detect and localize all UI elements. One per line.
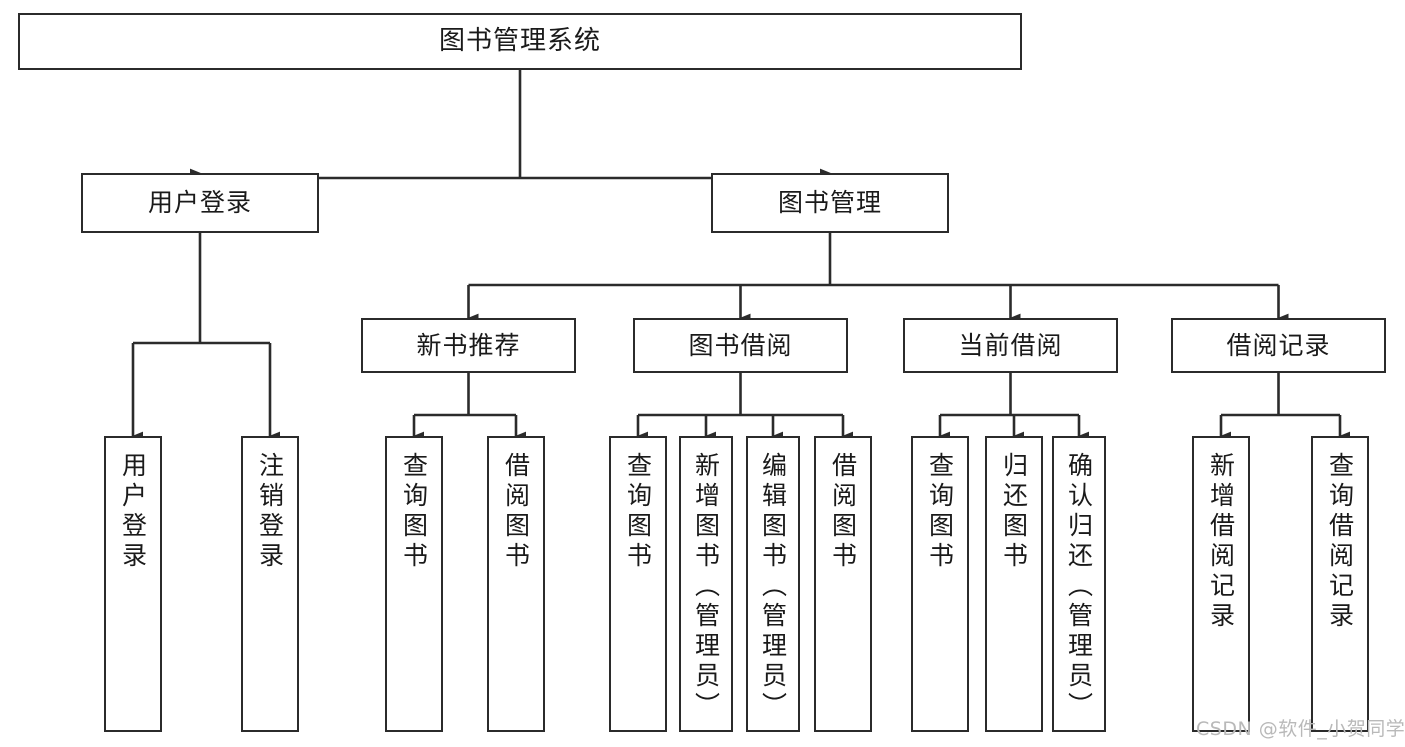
node-leaf-user-login[interactable]: 用户登录 [104,436,162,732]
node-borrow-record[interactable]: 借阅记录 [1171,318,1386,373]
node-leaf-query-book-recommend[interactable]: 查询图书 [385,436,443,732]
node-user-login[interactable]: 用户登录 [81,173,319,233]
edge-layer [131,70,1351,441]
watermark: CSDN @软件_小贺同学 [1196,718,1405,740]
node-leaf-query-book-borrow[interactable]: 查询图书 [609,436,667,732]
node-leaf-return-book[interactable]: 归还图书 [985,436,1043,732]
node-book-manage[interactable]: 图书管理 [711,173,949,233]
node-label: 归还图书 [999,452,1029,572]
node-leaf-add-borrow-record[interactable]: 新增借阅记录 [1192,436,1250,732]
node-current-borrow[interactable]: 当前借阅 [903,318,1118,373]
node-leaf-borrow-book[interactable]: 借阅图书 [814,436,872,732]
node-label: 新书推荐 [416,330,521,360]
node-label: 借阅图书 [828,452,858,572]
node-root[interactable]: 图书管理系统 [18,13,1022,70]
node-label: 查询图书 [399,452,429,572]
node-label: 当前借阅 [958,330,1063,360]
node-new-book-recommend[interactable]: 新书推荐 [361,318,576,373]
node-leaf-edit-book[interactable]: 编辑图书（管理员） [746,436,800,732]
node-label: 编辑图书（管理员） [758,452,788,722]
node-leaf-borrow-book-recommend[interactable]: 借阅图书 [487,436,545,732]
node-label: 查询图书 [925,452,955,572]
node-label: 查询借阅记录 [1325,452,1355,632]
node-label: 用户登录 [147,188,252,218]
node-label: 确认归还（管理员） [1064,452,1094,722]
node-leaf-logout-login[interactable]: 注销登录 [241,436,299,732]
node-label: 图书管理系统 [438,26,601,57]
node-label: 新增图书（管理员） [691,452,721,722]
node-leaf-query-book-current[interactable]: 查询图书 [911,436,969,732]
node-label: 借阅图书 [501,452,531,572]
node-leaf-confirm-return[interactable]: 确认归还（管理员） [1052,436,1106,732]
node-label: 图书借阅 [688,330,793,360]
node-label: 用户登录 [118,452,148,572]
node-label: 图书管理 [777,188,882,218]
node-label: 注销登录 [255,452,285,572]
node-label: 查询图书 [623,452,653,572]
node-leaf-query-borrow-record[interactable]: 查询借阅记录 [1311,436,1369,732]
node-book-borrow[interactable]: 图书借阅 [633,318,848,373]
node-leaf-add-book[interactable]: 新增图书（管理员） [679,436,733,732]
node-label: 新增借阅记录 [1206,452,1236,632]
node-label: 借阅记录 [1226,330,1331,360]
